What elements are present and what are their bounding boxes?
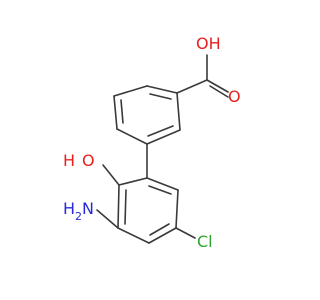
bond (175, 189, 179, 229)
bond (117, 184, 120, 229)
double-bond-inner (124, 189, 127, 225)
bond (146, 85, 178, 94)
double-bond-inner (148, 185, 172, 195)
bond (96, 209, 119, 229)
bond (116, 128, 148, 145)
bond (206, 79, 229, 93)
bond (102, 164, 120, 186)
bond (118, 177, 148, 186)
bond (148, 227, 177, 244)
double-bond-inner (120, 99, 124, 124)
lower-ring (117, 177, 179, 244)
carboxyl-group: OH O (176, 34, 241, 106)
bond (175, 227, 196, 239)
chloro-group: Cl (175, 227, 213, 251)
double-bond-inner (149, 223, 170, 236)
phenol-group: H O (63, 151, 120, 186)
carboxyl-oh-label: OH (196, 34, 221, 53)
amine-group: H 2 N (63, 199, 119, 229)
phenol-o-label: O (82, 151, 95, 170)
carbonyl-o-label: O (228, 87, 241, 106)
bond (176, 92, 181, 131)
amine-n-label: N (82, 199, 94, 218)
bond (176, 79, 208, 94)
double-bond-inner (149, 93, 172, 100)
double-bond-inner (147, 125, 174, 137)
bond (146, 129, 181, 145)
structure-canvas: OH O H O H 2 N (63, 34, 241, 251)
amine-subscript: 2 (75, 210, 82, 223)
bond (113, 85, 148, 97)
phenol-h-label: H (63, 151, 75, 170)
amine-h-label: H (63, 199, 75, 218)
molecule-drawing: OH O H O H 2 N (63, 34, 241, 251)
double-bond-inner (209, 85, 229, 98)
chlorine-label: Cl (197, 232, 213, 251)
bond (117, 227, 150, 244)
bond (146, 177, 179, 191)
upper-ring (113, 85, 181, 145)
bond (113, 95, 118, 130)
